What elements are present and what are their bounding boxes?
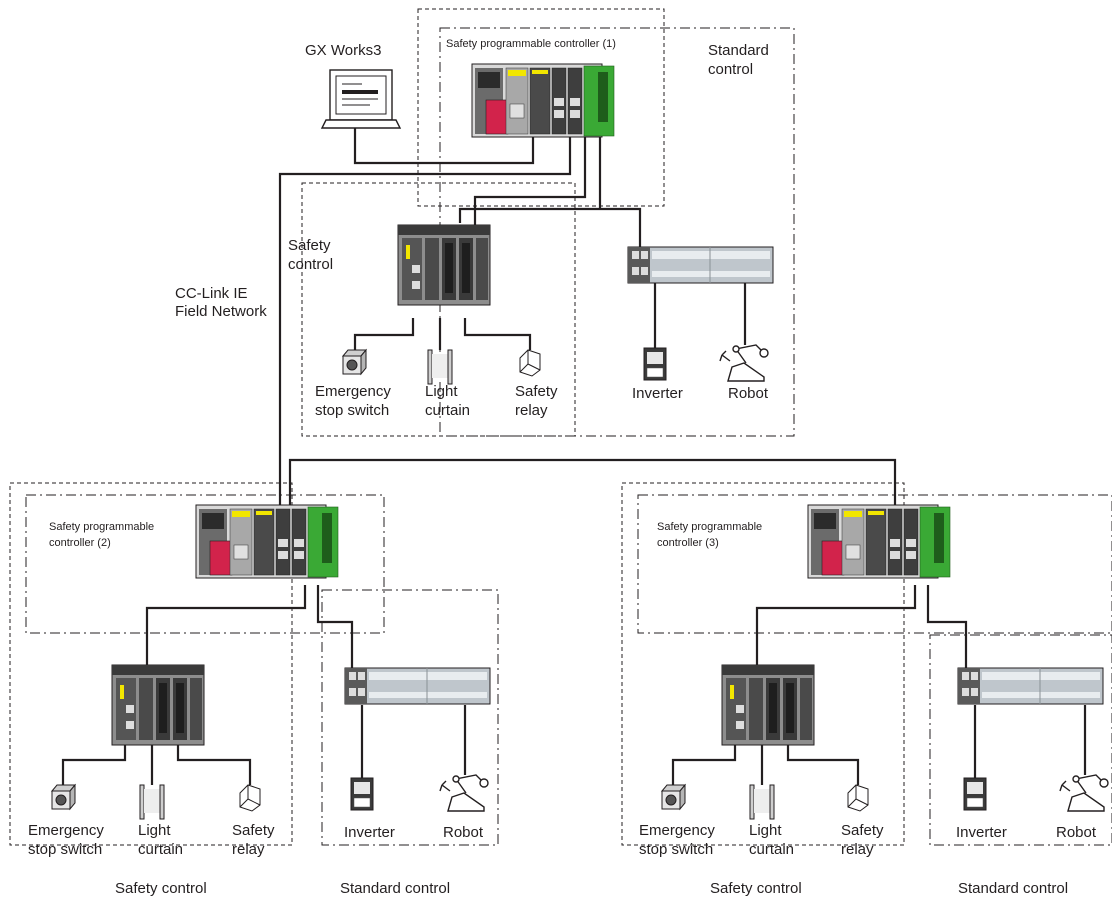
left-inverter-label: Inverter (344, 824, 395, 841)
cable-plc3-standard-io (926, 585, 968, 668)
top-curtain-label-line1: Light (425, 383, 458, 400)
zone-left-controller (25, 494, 385, 634)
safety-plc-1-icon (471, 63, 615, 138)
light-curtain-top-icon (427, 349, 453, 385)
right-estop-label-line1: Emergency (639, 822, 715, 839)
left-curtain-label-line1: Light (138, 822, 171, 839)
right-inverter-label: Inverter (956, 824, 1007, 841)
safety-plc-2-icon (195, 504, 339, 579)
top-curtain-label-line2: curtain (425, 402, 471, 419)
zone-right-controller (637, 494, 1112, 634)
cable-plc1-safety-io (473, 137, 587, 225)
left-safety-caption: Safety control (115, 880, 207, 897)
plc3-title-line1: Safety programmable (657, 521, 763, 533)
left-estop-label-line1: Emergency (28, 822, 104, 839)
inverter-left-icon (350, 777, 374, 811)
zone-left-standard (321, 589, 499, 846)
plc2-title-line1: Safety programmable (49, 521, 155, 533)
right-robot-label: Robot (1056, 824, 1097, 841)
zone-top-controller (417, 8, 665, 207)
left-robot-label: Robot (443, 824, 484, 841)
safety-remote-io-top-icon (397, 224, 491, 306)
cable-plc1-standard-io (458, 137, 642, 247)
standard-remote-io-top-icon (627, 246, 774, 284)
plc1-title: Safety programmable controller (1) (446, 38, 616, 50)
emergency-stop-right-icon (661, 784, 686, 810)
cable-cc-link-trunk (278, 137, 572, 505)
cable-plc2-standard-io (316, 585, 354, 668)
safety-remote-io-right-icon (721, 664, 815, 746)
right-relay-label-line1: Safety (841, 822, 884, 839)
cable-top-estop (353, 318, 415, 350)
emergency-stop-top-icon (342, 349, 367, 375)
right-estop-label-line2: stop switch (639, 841, 714, 858)
safety-relay-right-icon (847, 784, 869, 812)
right-curtain-label-line2: curtain (749, 841, 795, 858)
light-curtain-right-icon (749, 784, 775, 820)
left-curtain-label-line2: curtain (138, 841, 184, 858)
cable-left-relay (176, 745, 252, 785)
standard-remote-io-right-icon (957, 667, 1104, 705)
cable-left-estop (61, 745, 127, 785)
cable-gx-works (353, 128, 535, 165)
laptop-icon (320, 69, 402, 129)
top-robot-label: Robot (728, 385, 769, 402)
plc3-title-line2: controller (3) (657, 537, 719, 549)
right-relay-label-line2: relay (841, 841, 874, 858)
top-safety-label-line2: control (288, 256, 334, 273)
plc2-title-line2: controller (2) (49, 537, 111, 549)
top-standard-label-line2: control (708, 61, 754, 78)
light-curtain-left-icon (139, 784, 165, 820)
safety-plc-3-icon (807, 504, 951, 579)
left-standard-caption: Standard control (340, 880, 451, 897)
inverter-right-icon (963, 777, 987, 811)
cable-plc1-plc3 (288, 458, 897, 505)
right-safety-caption: Safety control (710, 880, 802, 897)
robot-left-icon (439, 774, 489, 812)
cable-plc3-safety-io (755, 585, 917, 665)
left-estop-label-line2: stop switch (28, 841, 103, 858)
top-inverter-label: Inverter (632, 385, 683, 402)
zone-left-safety (9, 482, 293, 846)
left-relay-label-line1: Safety (232, 822, 275, 839)
top-relay-label-line2: relay (515, 402, 548, 419)
cable-right-estop (671, 745, 737, 785)
network-label-line1: CC-Link IE (175, 285, 248, 302)
network-label-line2: Field Network (175, 303, 267, 320)
safety-relay-left-icon (239, 784, 261, 812)
emergency-stop-left-icon (51, 784, 76, 810)
right-standard-caption: Standard control (958, 880, 1069, 897)
zone-right-safety (621, 482, 905, 846)
top-safety-label-line1: Safety (288, 237, 331, 254)
inverter-top-icon (643, 347, 667, 381)
safety-relay-top-icon (519, 349, 541, 377)
right-curtain-label-line1: Light (749, 822, 782, 839)
cable-plc2-safety-io (145, 585, 307, 665)
cable-right-relay (786, 745, 860, 785)
software-label: GX Works3 (305, 42, 382, 59)
top-estop-label-line1: Emergency (315, 383, 391, 400)
standard-remote-io-left-icon (344, 667, 491, 705)
cable-top-relay (463, 318, 532, 350)
safety-remote-io-left-icon (111, 664, 205, 746)
zone-right-standard (929, 634, 1112, 846)
zone-top-safety (301, 182, 576, 437)
network-cables (61, 128, 1087, 785)
robot-right-icon (1059, 774, 1109, 812)
top-estop-label-line2: stop switch (315, 402, 390, 419)
left-relay-label-line2: relay (232, 841, 265, 858)
top-standard-label-line1: Standard (708, 42, 769, 59)
top-relay-label-line1: Safety (515, 383, 558, 400)
robot-top-icon (719, 344, 769, 382)
